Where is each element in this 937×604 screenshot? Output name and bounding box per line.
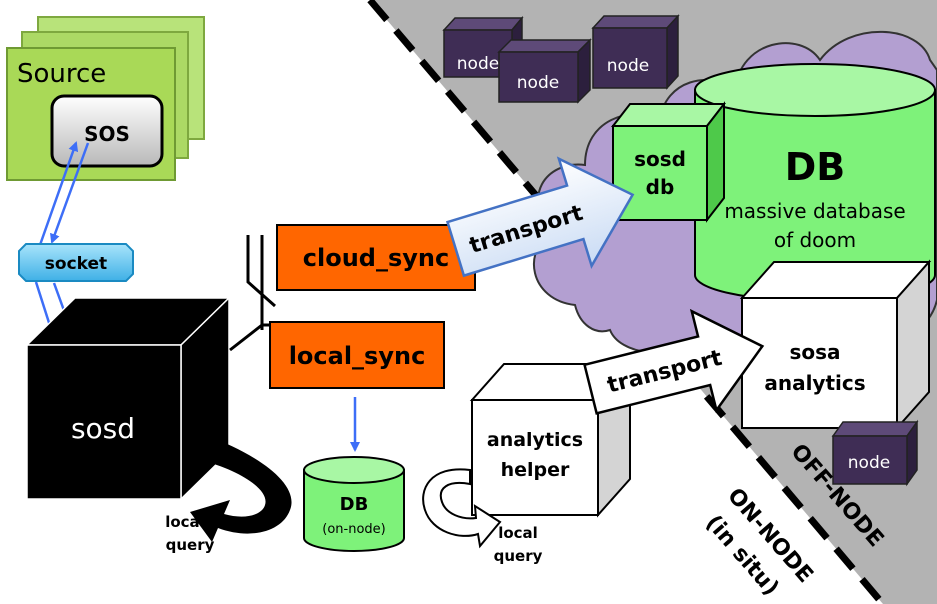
sosa-line1: sosa: [789, 340, 840, 364]
analytics-helper-line1: analytics: [487, 429, 583, 451]
big-db-line1: massive database: [724, 199, 905, 223]
cloud-sync-box: cloud_sync: [276, 224, 476, 291]
socket-label: socket: [45, 254, 107, 274]
source-label: Source: [17, 59, 106, 89]
sosd-cube: sosd: [25, 296, 231, 501]
node-label: node: [848, 453, 890, 473]
local-query-left-line1: local: [165, 513, 205, 531]
sosa-line2: analytics: [764, 371, 865, 395]
node-label: node: [517, 73, 559, 93]
big-db-line2: of doom: [774, 228, 856, 252]
local-query-arrow-right: [422, 468, 502, 549]
local-query-right-line2: query: [494, 547, 543, 565]
node-box-3: node: [497, 38, 592, 104]
sosa-analytics-cube: sosa analytics: [739, 259, 932, 431]
node-box-2: node: [591, 14, 680, 90]
sync-connectors: [229, 235, 290, 352]
local-sync-box: local_sync: [269, 321, 445, 389]
node-boundary-line: [367, 0, 886, 604]
source-stack: Source SOS: [6, 16, 205, 181]
sosd-label: sosd: [71, 412, 135, 445]
sosd-db-line1: sosd: [634, 147, 686, 171]
db-on-node-cylinder: DB (on-node): [303, 456, 405, 552]
local-sync-label: local_sync: [289, 342, 426, 370]
cloud-sync-label: cloud_sync: [303, 244, 449, 272]
analytics-helper-line2: helper: [501, 459, 570, 481]
big-db-cylinder: DB massive database of doom: [694, 63, 936, 302]
local-query-left-line2: query: [166, 536, 215, 554]
socket-badge: socket: [18, 243, 134, 282]
db-on-node-title: DB: [340, 494, 369, 515]
sosd-db-cube: sosd db: [610, 101, 727, 223]
sos-label: SOS: [84, 122, 130, 146]
local-query-right-line1: local: [498, 524, 538, 542]
big-db-title: DB: [785, 145, 846, 189]
sos-box: [50, 94, 164, 168]
local-query-arrow-left: [190, 435, 292, 542]
sosd-db-line2: db: [646, 175, 675, 199]
node-box-4: node: [831, 419, 919, 487]
node-label: node: [457, 54, 499, 74]
node-label: node: [607, 56, 649, 76]
db-on-node-subtitle: (on-node): [322, 522, 385, 537]
